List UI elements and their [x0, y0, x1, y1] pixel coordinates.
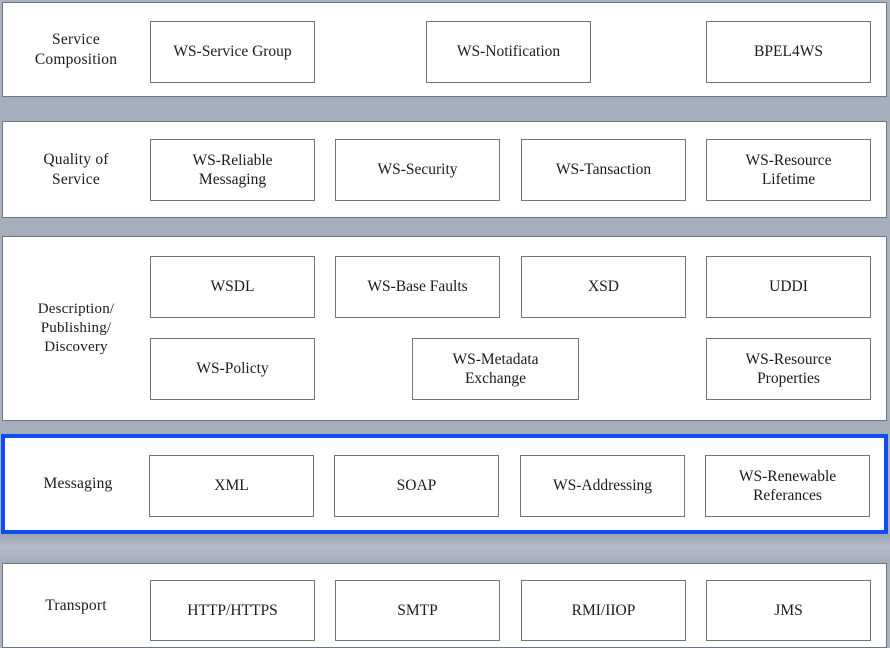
box-label-line1: WS-Resource: [745, 350, 832, 368]
layer-label-quality-of-service: Quality of Service: [11, 122, 141, 217]
box-label-line2: Messaging: [198, 171, 267, 188]
box-ws-base-faults[interactable]: WS-Base Faults: [335, 256, 500, 318]
box-xml[interactable]: XML: [149, 455, 314, 517]
layer-messaging: Messaging XML SOAP WS-Addressing WS-Rene…: [1, 434, 888, 534]
box-soap[interactable]: SOAP: [334, 455, 499, 517]
box-label-line1: WS-Renewable: [738, 467, 837, 485]
box-ws-tansaction[interactable]: WS-Tansaction: [521, 139, 686, 201]
box-ws-service-group[interactable]: WS-Service Group: [150, 21, 315, 83]
layer-label-transport: Transport: [45, 596, 107, 614]
box-rmi-iiop[interactable]: RMI/IIOP: [521, 580, 686, 641]
layer-label-line1: Description/: [37, 300, 115, 317]
box-label-line2: Properties: [757, 370, 820, 387]
layer-separator-2: [0, 218, 890, 236]
box-label-line1: WS-Reliable: [192, 151, 273, 169]
box-jms[interactable]: JMS: [706, 580, 871, 641]
box-uddi[interactable]: UDDI: [706, 256, 871, 318]
layer-label-line2: Composition: [34, 50, 118, 68]
box-label-line2: Lifetime: [761, 171, 816, 188]
layer-service-composition: Service Composition WS-Service Group WS-…: [2, 2, 887, 97]
box-label-line2: Exchange: [464, 370, 527, 387]
layer-label-line1: Quality of: [43, 150, 109, 168]
layer-label-line3: Discovery: [44, 339, 108, 356]
box-http-https[interactable]: HTTP/HTTPS: [150, 580, 315, 641]
box-label-line2: Referances: [753, 487, 822, 504]
box-ws-reliable-messaging[interactable]: WS-Reliable Messaging: [150, 139, 315, 201]
box-ws-renewable-referances[interactable]: WS-Renewable Referances: [705, 455, 870, 517]
layer-separator-3: [0, 421, 890, 434]
box-wsdl[interactable]: WSDL: [150, 256, 315, 318]
layer-label-description-publishing-discovery: Description/ Publishing/ Discovery: [11, 237, 141, 420]
box-ws-resource-lifetime[interactable]: WS-Resource Lifetime: [706, 139, 871, 201]
box-ws-resource-properties[interactable]: WS-Resource Properties: [706, 338, 871, 400]
layer-quality-of-service: Quality of Service WS-Reliable Messaging…: [2, 121, 887, 218]
box-ws-policty[interactable]: WS-Policty: [150, 338, 315, 400]
box-ws-addressing[interactable]: WS-Addressing: [520, 455, 685, 517]
box-label-line1: WS-Metadata: [452, 350, 539, 368]
layer-label-line2: Publishing/: [40, 319, 112, 336]
box-ws-metadata-exchange[interactable]: WS-Metadata Exchange: [412, 338, 579, 400]
box-bpel4ws[interactable]: BPEL4WS: [706, 21, 871, 83]
layer-label-messaging: Messaging: [43, 475, 113, 493]
layer-label-line2: Service: [52, 170, 100, 188]
box-ws-notification[interactable]: WS-Notification: [426, 21, 591, 83]
box-xsd[interactable]: XSD: [521, 256, 686, 318]
layer-separator-4: [0, 534, 890, 563]
box-ws-security[interactable]: WS-Security: [335, 139, 500, 201]
layer-separator-1: [0, 97, 890, 121]
layer-label-line1: Service: [52, 30, 100, 48]
box-label-line1: WS-Resource: [745, 151, 832, 169]
layer-transport: Transport HTTP/HTTPS SMTP RMI/IIOP JMS: [2, 563, 887, 648]
layer-label-service-composition: Service Composition: [11, 3, 141, 96]
box-smtp[interactable]: SMTP: [335, 580, 500, 641]
layer-description-publishing-discovery: Description/ Publishing/ Discovery WSDL …: [2, 236, 887, 421]
